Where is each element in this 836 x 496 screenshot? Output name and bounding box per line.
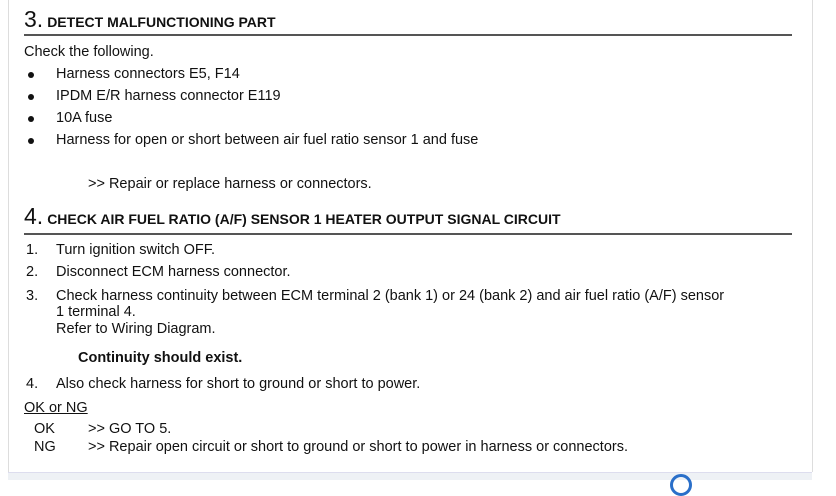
- list-item: 10A fuse: [56, 110, 113, 126]
- item-number: 1.: [26, 242, 39, 258]
- list-item: Harness connectors E5, F14: [56, 66, 240, 82]
- help-button-icon[interactable]: [670, 474, 692, 496]
- intro-text: Check the following.: [24, 44, 154, 60]
- step-number: 3.: [24, 6, 44, 32]
- specification: Continuity should exist.: [78, 350, 243, 366]
- bullet-icon: [28, 138, 34, 144]
- list-item: Also check harness for short to ground o…: [56, 376, 421, 392]
- step-number: 4.: [24, 203, 44, 229]
- list-item: IPDM E/R harness connector E119: [56, 88, 281, 104]
- step3-heading: 3.DETECT MALFUNCTIONING PART: [24, 6, 276, 33]
- bullet-icon: [28, 94, 34, 100]
- step4-heading: 4.CHECK AIR FUEL RATIO (A/F) SENSOR 1 HE…: [24, 203, 561, 230]
- item-number: 2.: [26, 264, 39, 280]
- result-action: >> Repair open circuit or short to groun…: [88, 439, 629, 455]
- result-code: OK: [34, 421, 55, 437]
- divider: [24, 233, 792, 235]
- bullet-icon: [28, 72, 34, 78]
- wiring-diagram-reference: Refer to Wiring Diagram.: [56, 321, 216, 337]
- result-code: NG: [34, 439, 56, 455]
- item-number: 3.: [26, 288, 39, 304]
- result-action: >> GO TO 5.: [88, 421, 172, 437]
- list-item: Turn ignition switch OFF.: [56, 242, 216, 258]
- result-heading: OK or NG: [24, 400, 88, 416]
- list-item: Harness for open or short between air fu…: [56, 132, 479, 148]
- step-title: CHECK AIR FUEL RATIO (A/F) SENSOR 1 HEAT…: [47, 211, 561, 227]
- divider: [24, 34, 792, 36]
- bottom-toolbar: [8, 472, 812, 480]
- list-item: Check harness continuity between ECM ter…: [56, 288, 725, 304]
- bullet-icon: [28, 116, 34, 122]
- list-item: Disconnect ECM harness connector.: [56, 264, 291, 280]
- item-number: 4.: [26, 376, 39, 392]
- list-item-continued: 1 terminal 4.: [56, 304, 136, 320]
- action-text: >> Repair or replace harness or connecto…: [88, 176, 372, 192]
- step-title: DETECT MALFUNCTIONING PART: [47, 14, 276, 30]
- document-panel: [8, 0, 813, 472]
